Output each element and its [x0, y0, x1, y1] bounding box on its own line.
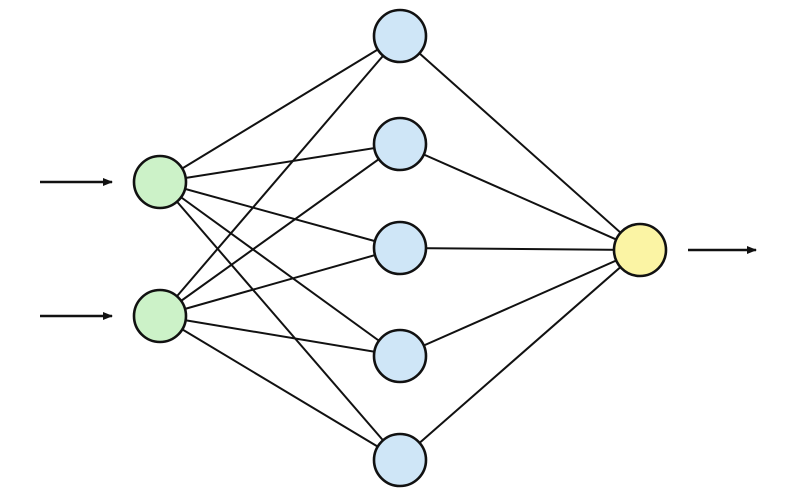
connection-input-1-to-hidden-5 [159, 181, 401, 461]
output-node-1 [612, 222, 668, 278]
connection-input-2-to-hidden-4 [159, 315, 401, 357]
connection-input-1-to-hidden-2 [159, 143, 401, 183]
arrows-group [40, 178, 757, 320]
connection-input-2-to-hidden-1 [159, 35, 401, 317]
hidden-node-5 [372, 432, 428, 488]
connection-input-2-to-hidden-2 [159, 143, 401, 317]
connection-hidden-2-to-output-1 [399, 143, 641, 251]
input-node-2 [132, 288, 188, 344]
connection-hidden-1-to-output-1 [399, 35, 641, 251]
connection-hidden-5-to-output-1 [399, 249, 641, 461]
hidden-node-2 [372, 116, 428, 172]
connections-group [159, 35, 641, 461]
hidden-node-1 [372, 8, 428, 64]
hidden-node-3 [372, 220, 428, 276]
connection-hidden-3-to-output-1 [399, 247, 641, 251]
connection-input-2-to-hidden-3 [159, 247, 401, 317]
connection-input-1-to-hidden-1 [159, 35, 401, 183]
nodes-group [132, 8, 668, 488]
connection-input-2-to-hidden-5 [159, 315, 401, 461]
connection-hidden-4-to-output-1 [399, 249, 641, 357]
input-node-1 [132, 154, 188, 210]
hidden-node-4 [372, 328, 428, 384]
connection-input-1-to-hidden-4 [159, 181, 401, 357]
connection-input-1-to-hidden-3 [159, 181, 401, 249]
